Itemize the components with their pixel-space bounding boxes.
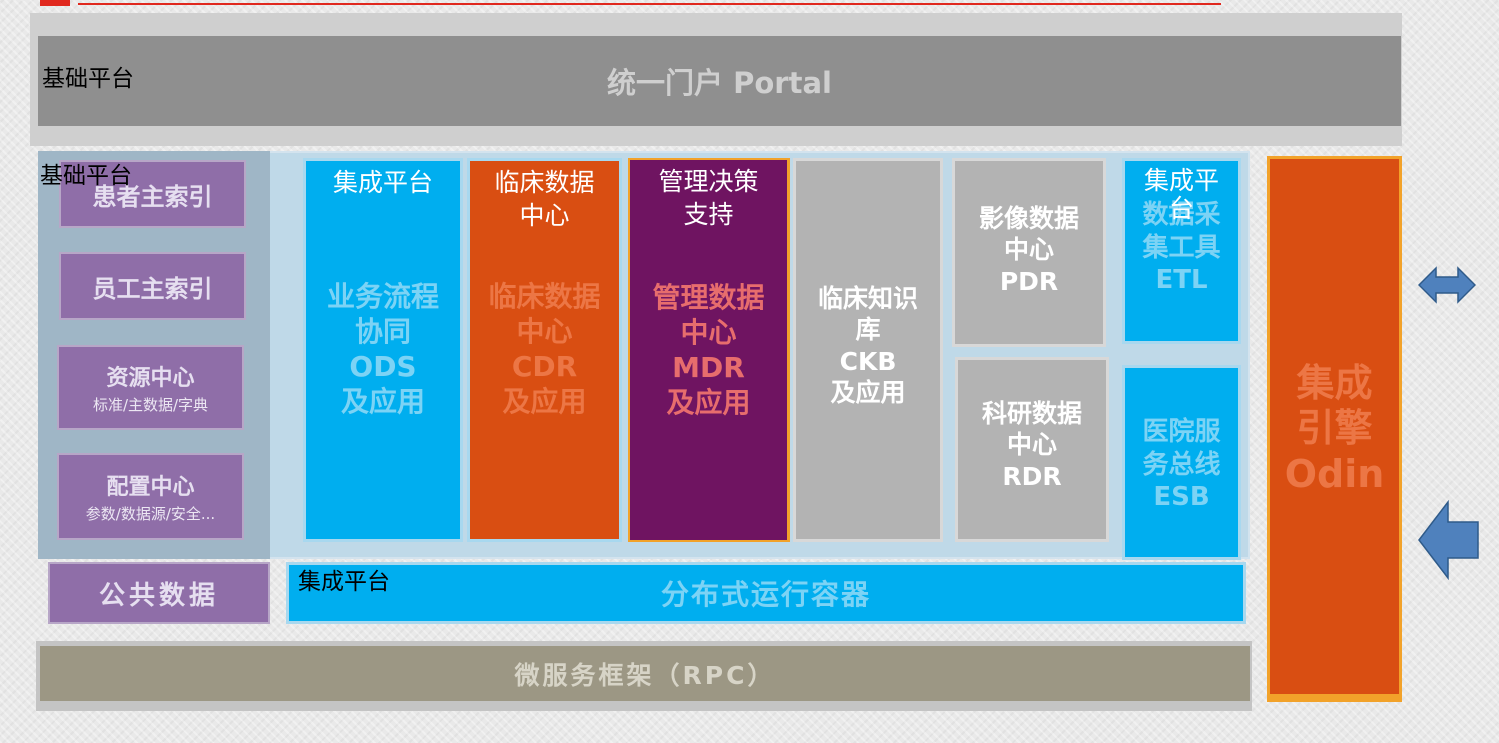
cdr-line: CDR [511, 350, 578, 383]
pdr-line: 影像数据 [978, 204, 1079, 233]
public-data-label: 公共数据 [98, 580, 219, 611]
mdr-line: 及应用 [666, 386, 751, 419]
top-accent-line [78, 3, 1221, 5]
pdr-line: PDR [999, 266, 1059, 296]
esb-line: ESB [1153, 482, 1210, 512]
mdr-line: MDR [672, 351, 745, 384]
pdr-box-body: 影像数据 中心 PDR [955, 203, 1103, 297]
ods-line: 协同 [354, 315, 411, 348]
ckb-line: 临床知识 [817, 284, 918, 313]
rpc-title: 微服务框架（RPC） [514, 660, 776, 690]
engine-line: 集成 [1296, 360, 1373, 405]
mdr-column-header: 管理决策 支持 [630, 166, 787, 231]
etl-box-body: 数据采 集工具 ETL [1125, 199, 1238, 297]
ods-line: ODS [349, 350, 417, 383]
pdr-line: 中心 [1003, 235, 1054, 265]
esb-box: 医院服 务总线 ESB [1122, 365, 1241, 560]
integration-engine-box [1267, 156, 1402, 702]
mdr-column-body: 管理数据 中心 MDR 及应用 [630, 280, 787, 420]
mdr-header-line: 支持 [683, 199, 734, 229]
etl-box-header: 集成平 台 [1125, 165, 1238, 220]
ckb-column: 临床知识 库 CKB 及应用 [793, 158, 943, 542]
rdr-line: RDR [1002, 461, 1062, 491]
public-data-box: 公共数据 [48, 562, 270, 624]
resource-center-box: 资源中心 标准/主数据/字典 [57, 345, 244, 430]
config-center-subtitle: 参数/数据源/安全... [85, 505, 216, 523]
rdr-box-body: 科研数据 中心 RDR [958, 398, 1106, 492]
cdr-column-header: 临床数据 中心 [470, 167, 619, 232]
rdr-box: 科研数据 中心 RDR [955, 357, 1109, 542]
mdr-line: 管理数据 [652, 281, 765, 314]
resource-center-label: 资源中心 [106, 366, 195, 391]
integration-engine-title: 集成 引擎 Odin [1267, 156, 1402, 702]
etl-line: 数据采 [1142, 200, 1221, 230]
cdr-header-line: 临床数据 [494, 168, 595, 197]
ods-column: 集成平台 业务流程 协同 ODS 及应用 [303, 158, 463, 542]
etl-header-line: 集成平 [1143, 166, 1219, 195]
cdr-column-body: 临床数据 中心 CDR 及应用 [470, 279, 619, 419]
etl-box: 数据采 集工具 ETL 集成平 台 [1122, 158, 1241, 344]
config-center-box: 配置中心 参数/数据源/安全... [57, 453, 244, 540]
ods-column-header: 集成平台 [332, 168, 433, 197]
patient-index-label: 患者主索引 [92, 182, 213, 211]
cdr-line: 中心 [516, 315, 573, 348]
runtime-container-band [286, 562, 1246, 624]
mdr-header-line: 管理决策 [658, 167, 759, 196]
esb-line: 务总线 [1142, 449, 1221, 480]
esb-box-body: 医院服 务总线 ESB [1125, 416, 1238, 514]
portal-band [38, 36, 1401, 126]
ckb-line: 库 [855, 315, 881, 345]
ckb-line: CKB [839, 346, 897, 376]
engine-line: 引擎 [1296, 406, 1373, 451]
basic-platform-tag-2: 基础平台 [40, 163, 132, 189]
etl-line: ETL [1155, 265, 1208, 295]
rpc-band [40, 646, 1250, 701]
portal-title: 统一门户 Portal [607, 66, 832, 100]
mdr-column: 管理决策 支持 管理数据 中心 MDR 及应用 [628, 158, 790, 542]
left-arrow-icon [1418, 500, 1479, 580]
etl-line: 集工具 [1142, 232, 1221, 263]
ods-line: 及应用 [340, 385, 425, 418]
runtime-container-title: 分布式运行容器 [660, 578, 871, 611]
ckb-line: 及应用 [830, 377, 906, 407]
resource-center-subtitle: 标准/主数据/字典 [92, 396, 209, 414]
pdr-box: 影像数据 中心 PDR [952, 158, 1106, 347]
rdr-line: 中心 [1006, 430, 1057, 460]
cdr-line: 临床数据 [488, 280, 601, 313]
cdr-column: 临床数据 中心 临床数据 中心 CDR 及应用 [467, 158, 622, 542]
cdr-line: 及应用 [502, 385, 587, 418]
staff-index-label: 员工主索引 [92, 274, 213, 303]
ckb-column-body: 临床知识 库 CKB 及应用 [796, 283, 940, 408]
cdr-header-line: 中心 [519, 200, 570, 230]
top-accent-mark [40, 0, 70, 6]
staff-index-box: 员工主索引 [59, 252, 246, 320]
bidirectional-arrow-icon [1418, 266, 1476, 304]
rdr-line: 科研数据 [981, 399, 1082, 428]
config-center-label: 配置中心 [106, 475, 195, 500]
esb-line: 医院服 [1142, 417, 1221, 447]
ods-line: 业务流程 [326, 280, 439, 313]
etl-header-line: 台 [1168, 193, 1194, 223]
patient-index-box: 患者主索引 [59, 160, 246, 228]
mdr-line: 中心 [680, 316, 737, 349]
basic-platform-tag: 基础平台 [42, 66, 134, 92]
engine-line: Odin [1284, 451, 1385, 496]
ods-column-body: 业务流程 协同 ODS 及应用 [306, 279, 460, 419]
integration-platform-tag: 集成平台 [298, 569, 390, 595]
